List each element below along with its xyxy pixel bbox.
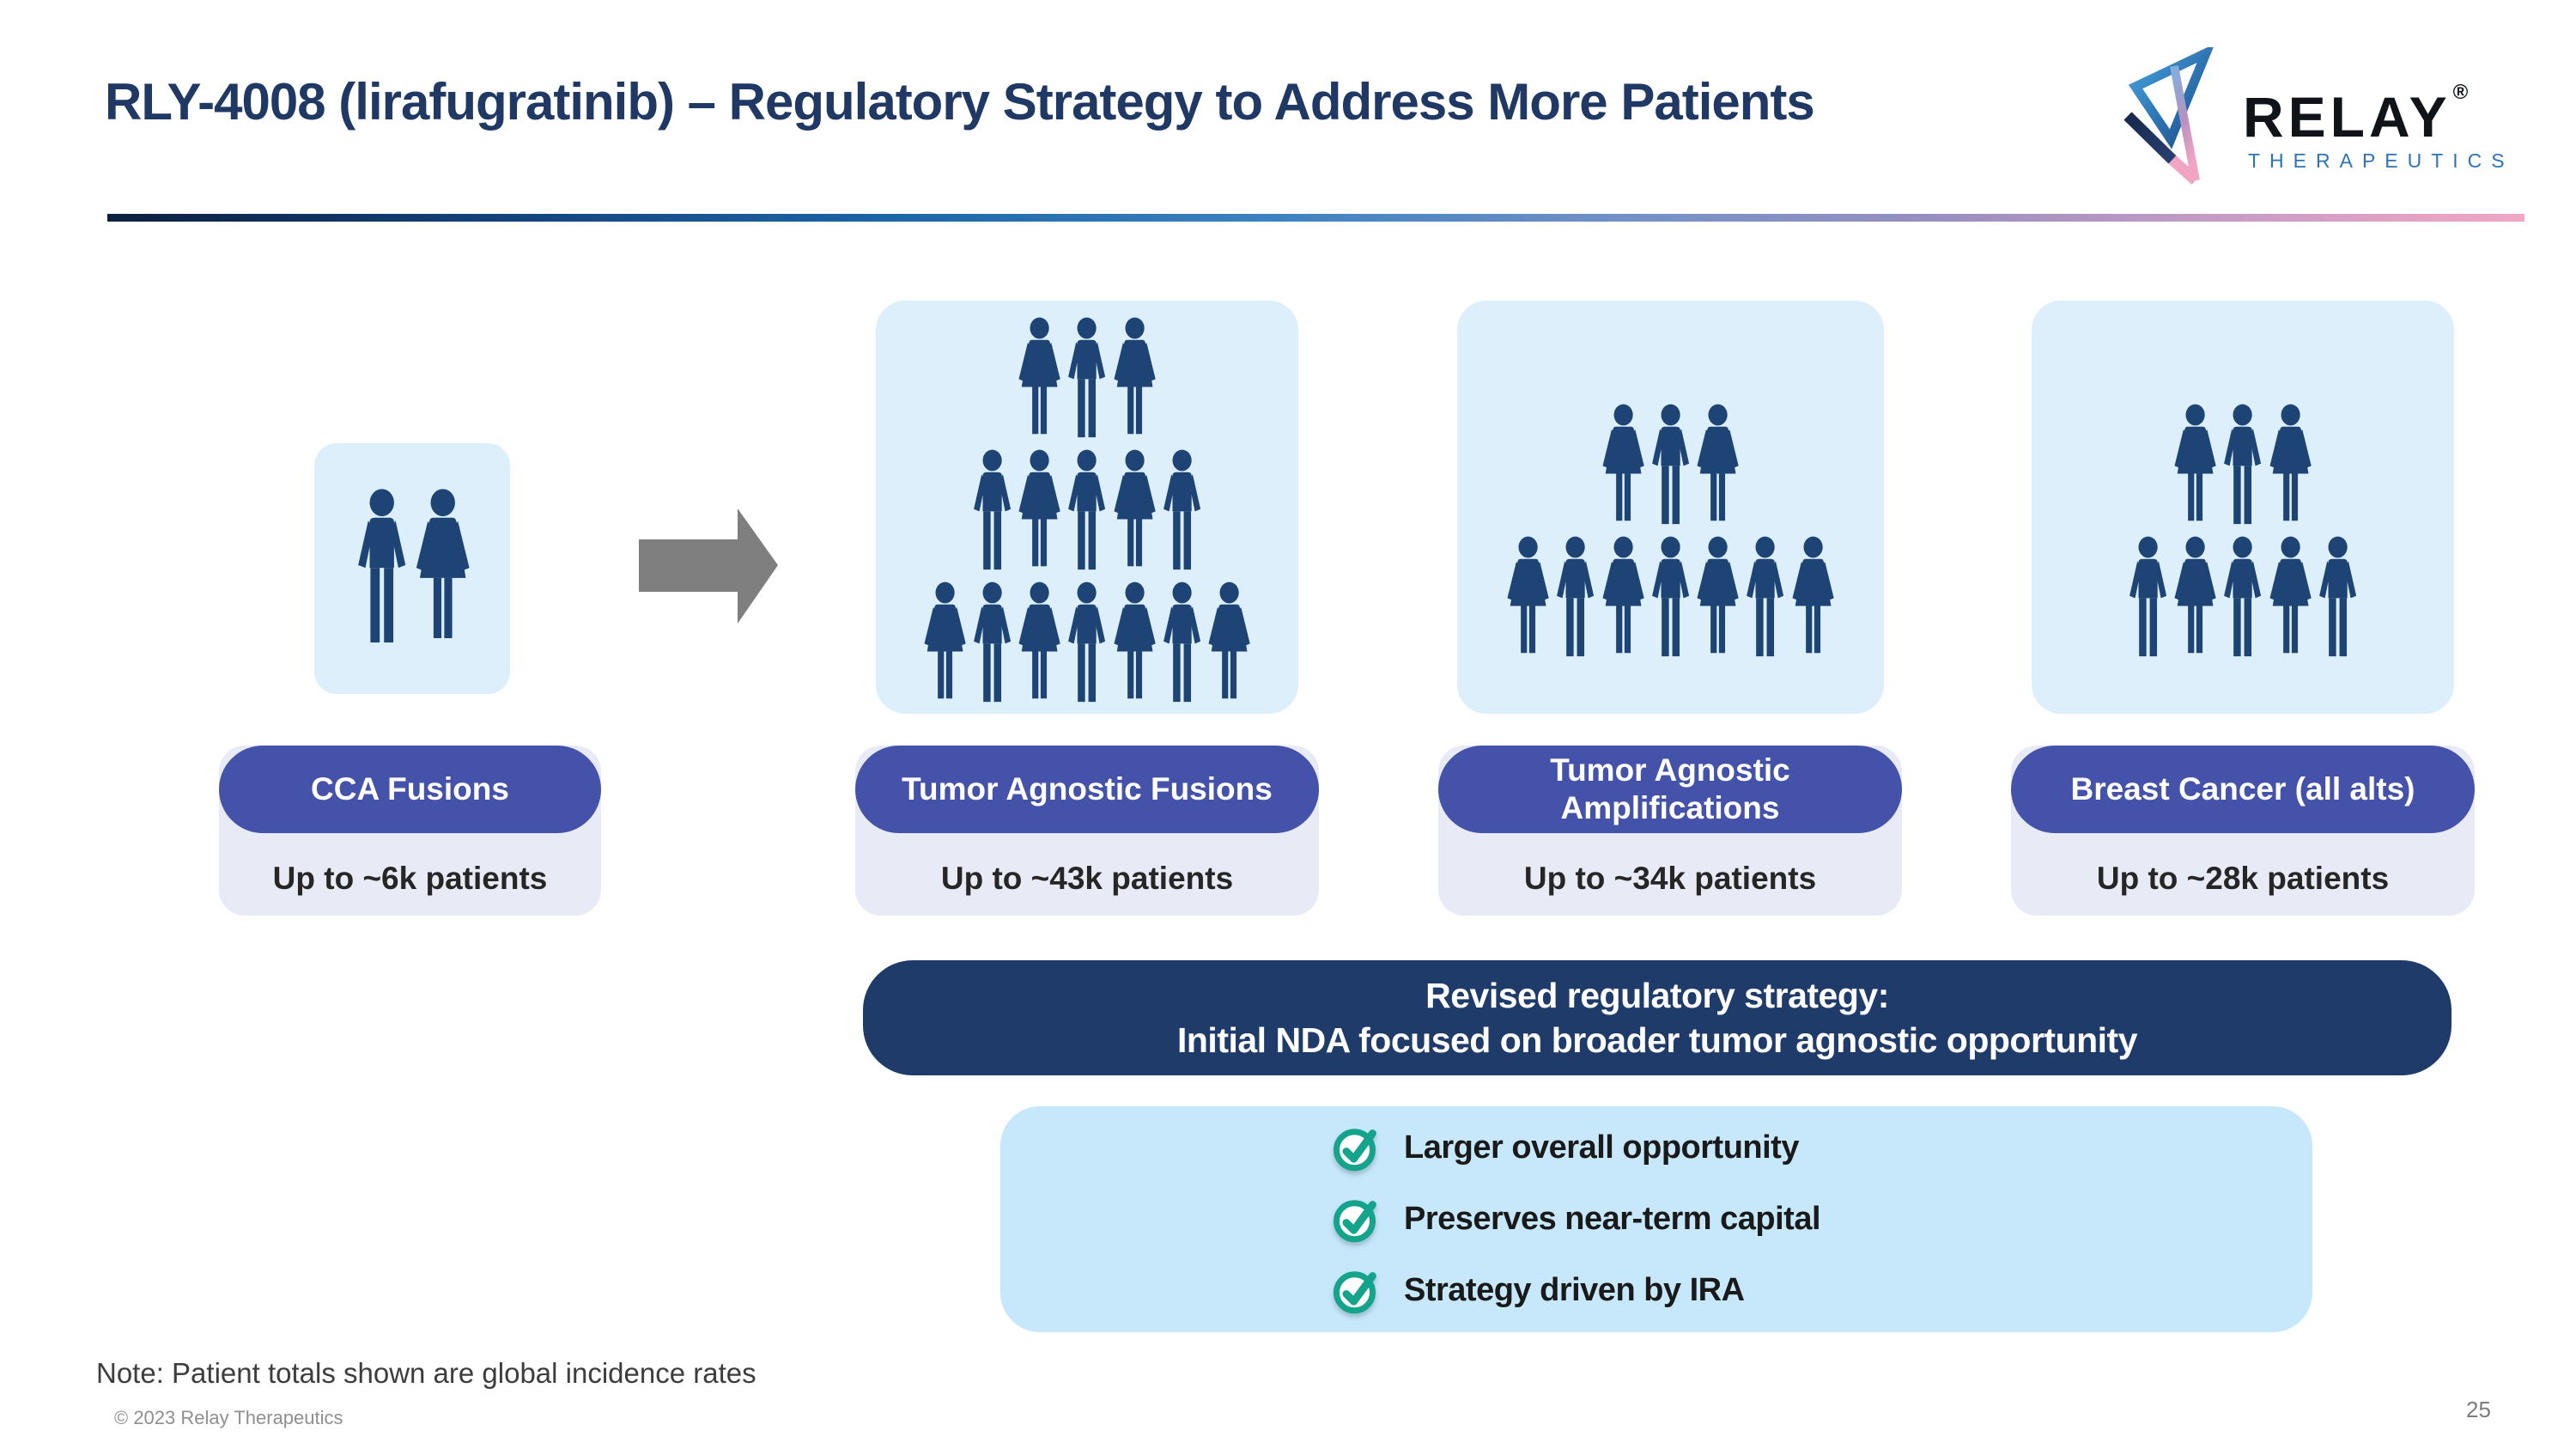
woman-pictogram-icon <box>1114 449 1156 566</box>
man-pictogram-icon <box>1557 536 1595 656</box>
category-pill: Breast Cancer (all alts) <box>2011 746 2475 833</box>
logo-subtitle: THERAPEUTICS <box>2248 149 2514 172</box>
relay-logo-mark-icon <box>2123 47 2214 185</box>
copyright: © 2023 Relay Therapeutics <box>114 1407 343 1428</box>
man-pictogram-icon <box>2224 536 2262 656</box>
patients-count: Up to ~28k patients <box>2096 861 2390 896</box>
people-pictograms <box>314 486 510 651</box>
banner-line-1: Revised regulatory strategy: <box>1425 975 1889 1015</box>
logo-brand-text: RELAY <box>2243 85 2451 149</box>
man-pictogram-icon <box>1068 317 1106 437</box>
page-number: 25 <box>2466 1397 2491 1422</box>
population-box-cca-fusions <box>314 443 510 694</box>
man-pictogram-icon <box>1651 536 1690 656</box>
benefit-label: Strategy driven by IRA <box>1404 1272 1745 1308</box>
label-group-cca-fusions: CCA Fusions Up to ~6k patients <box>219 746 601 916</box>
category-pill: CCA Fusions <box>219 746 601 833</box>
people-pictograms <box>2032 352 2454 663</box>
man-pictogram-icon <box>1068 581 1106 702</box>
right-arrow-icon <box>639 508 778 624</box>
man-pictogram-icon <box>1068 449 1106 569</box>
label-group-breast-cancer: Breast Cancer (all alts) Up to ~28k pati… <box>2011 746 2475 916</box>
people-row <box>351 486 474 651</box>
man-pictogram-icon <box>357 489 405 642</box>
woman-pictogram-icon <box>1602 404 1644 521</box>
people-row <box>969 447 1206 576</box>
banner-line-2: Initial NDA focused on broader tumor agn… <box>1177 1020 2138 1060</box>
people-row <box>2172 402 2314 531</box>
man-pictogram-icon <box>2129 536 2167 656</box>
label-group-tumor-agnostic-fusions: Tumor Agnostic Fusions Up to ~43k patien… <box>855 746 1319 916</box>
woman-pictogram-icon <box>1018 449 1060 566</box>
check-circle-icon <box>1334 1199 1376 1242</box>
check-circle-icon <box>1334 1270 1376 1313</box>
woman-pictogram-icon <box>2174 404 2216 521</box>
woman-pictogram-icon <box>416 489 470 638</box>
patients-count: Up to ~43k patients <box>940 861 1234 896</box>
benefit-item: Larger overall opportunity <box>1334 1124 2312 1172</box>
benefit-label: Preserves near-term capital <box>1404 1201 1821 1237</box>
patients-count: Up to ~6k patients <box>272 861 548 896</box>
category-pill: Tumor Agnostic Fusions <box>855 746 1319 833</box>
woman-pictogram-icon <box>1114 317 1156 434</box>
man-pictogram-icon <box>2224 404 2262 524</box>
man-pictogram-icon <box>1651 404 1690 524</box>
people-row <box>1600 402 1742 531</box>
category-pill: Tumor Agnostic Amplifications <box>1438 746 1902 833</box>
population-box-tumor-agnostic-fusions <box>876 301 1298 714</box>
woman-pictogram-icon <box>2174 536 2216 653</box>
woman-pictogram-icon <box>2269 536 2312 653</box>
registered-mark: ® <box>2452 81 2473 104</box>
people-pictograms <box>876 307 1298 709</box>
woman-pictogram-icon <box>1114 581 1156 698</box>
people-row <box>1504 534 1836 663</box>
benefit-label: Larger overall opportunity <box>1404 1129 1799 1166</box>
woman-pictogram-icon <box>924 581 966 698</box>
benefit-item: Preserves near-term capital <box>1334 1196 2312 1244</box>
strategy-banner: Revised regulatory strategy: Initial NDA… <box>863 960 2451 1075</box>
man-pictogram-icon <box>974 581 1012 702</box>
people-pictograms <box>1457 352 1884 663</box>
woman-pictogram-icon <box>1507 536 1550 653</box>
patients-count: Up to ~34k patients <box>1523 861 1817 896</box>
man-pictogram-icon <box>2318 536 2356 656</box>
people-row <box>2124 534 2361 663</box>
man-pictogram-icon <box>1163 449 1200 569</box>
woman-pictogram-icon <box>1208 581 1250 698</box>
man-pictogram-icon <box>1163 581 1200 702</box>
people-row <box>921 580 1253 709</box>
man-pictogram-icon <box>974 449 1012 569</box>
check-circle-icon <box>1334 1128 1376 1171</box>
people-row <box>1016 315 1158 444</box>
man-pictogram-icon <box>1747 536 1784 656</box>
woman-pictogram-icon <box>1018 581 1060 698</box>
woman-pictogram-icon <box>1697 536 1739 653</box>
label-group-tumor-agnostic-amplifications: Tumor Agnostic Amplifications Up to ~34k… <box>1438 746 1902 916</box>
woman-pictogram-icon <box>1602 536 1644 653</box>
population-box-breast-cancer <box>2032 301 2454 714</box>
benefits-panel: Larger overall opportunity Preserves nea… <box>1000 1106 2312 1332</box>
benefit-item: Strategy driven by IRA <box>1334 1267 2312 1315</box>
page-title: RLY-4008 (lirafugratinib) – Regulatory S… <box>105 73 1815 131</box>
footnote: Note: Patient totals shown are global in… <box>96 1357 756 1389</box>
population-box-tumor-agnostic-amplifications <box>1457 301 1884 714</box>
woman-pictogram-icon <box>1791 536 1834 653</box>
woman-pictogram-icon <box>1697 404 1739 521</box>
woman-pictogram-icon <box>1018 317 1060 434</box>
woman-pictogram-icon <box>2269 404 2312 521</box>
title-divider-gradient <box>107 214 2524 222</box>
relay-logo-wordmark: RELAY® <box>2243 81 2473 149</box>
